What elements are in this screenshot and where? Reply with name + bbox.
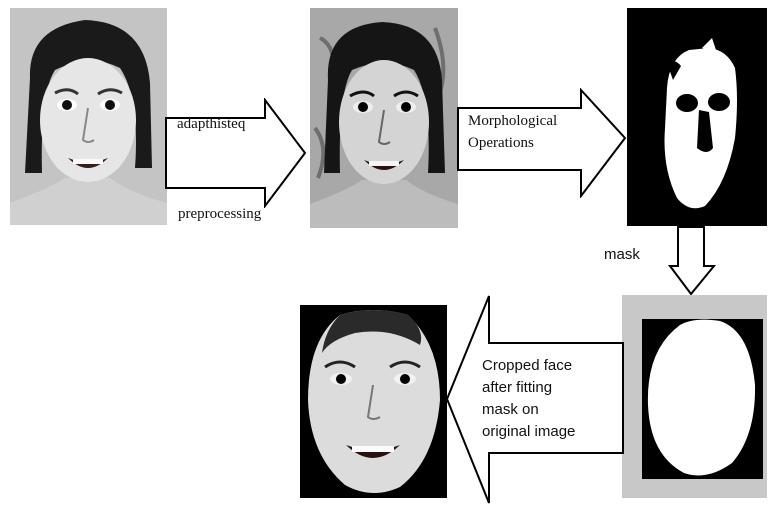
face-photo-icon — [10, 8, 167, 225]
cropped-face-label: Cropped face after fitting mask on origi… — [482, 355, 575, 443]
cropped-face-image — [300, 305, 447, 498]
morphological-operations-label: Morphological Operations — [468, 110, 557, 154]
binary-face-mask-icon — [627, 8, 767, 226]
cropped-face-icon — [300, 305, 447, 498]
enhanced-face-image — [310, 8, 458, 228]
cropped-line-2: after fitting — [482, 377, 575, 399]
cropped-line-3: mask on — [482, 399, 575, 421]
adapthisteq-label: adapthisteq — [177, 116, 245, 133]
preprocessing-label: preprocessing — [178, 206, 261, 223]
elliptical-mask-image — [622, 295, 767, 498]
binary-face-mask-image — [627, 8, 767, 226]
cropped-line-1: Cropped face — [482, 355, 575, 377]
cropped-line-4: original image — [482, 421, 575, 443]
mask-down-arrow — [668, 226, 716, 296]
original-face-image — [10, 8, 167, 225]
adapthisteq-arrow — [165, 98, 307, 208]
morphological-line-1: Morphological — [468, 110, 557, 132]
elliptical-mask-icon — [622, 295, 767, 498]
enhanced-face-photo-icon — [310, 8, 458, 228]
mask-label: mask — [604, 246, 640, 263]
morphological-line-2: Operations — [468, 132, 557, 154]
